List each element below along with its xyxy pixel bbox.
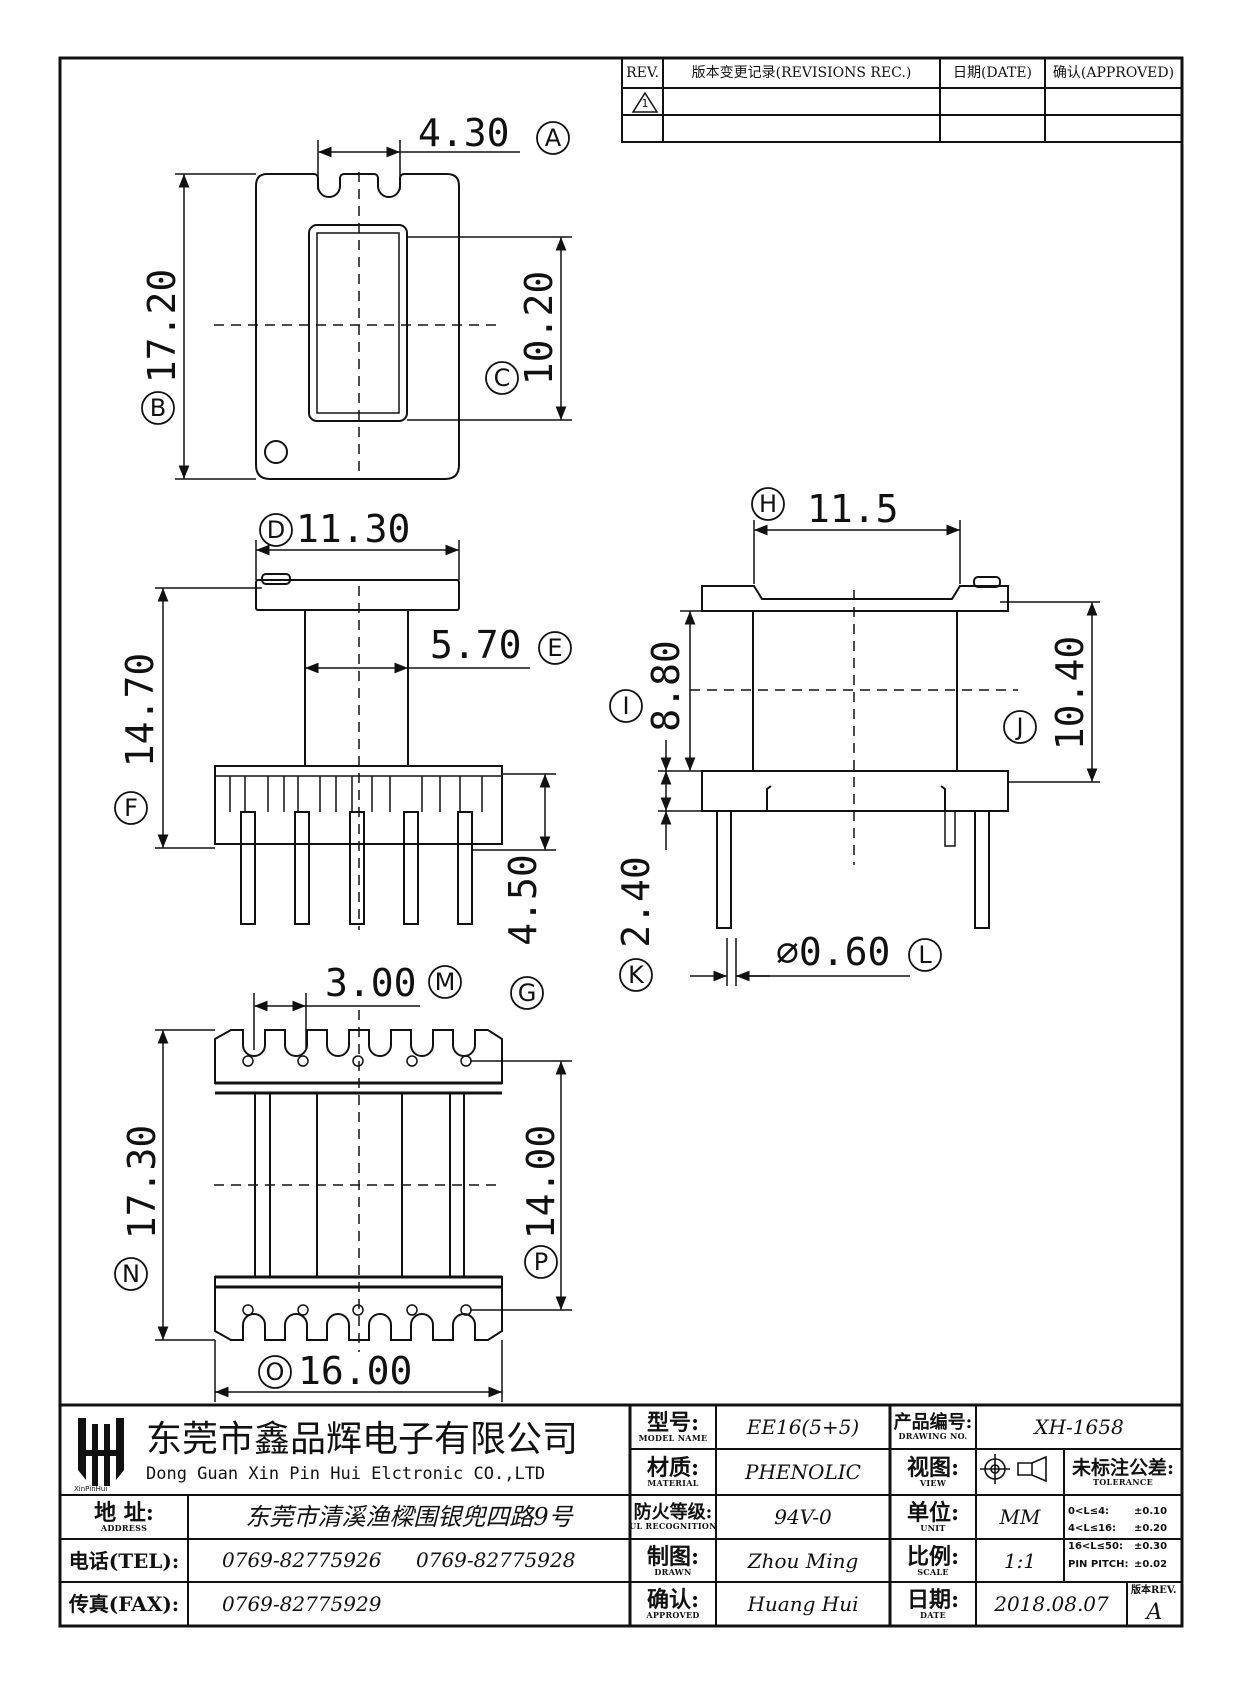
ref-n: N xyxy=(122,1260,140,1288)
tolerance-label: 未标注公差:TOLERANCE xyxy=(1071,1456,1174,1487)
approved-header: 确认(APPROVED) xyxy=(1052,65,1175,81)
drawn-label: 制图:DRAWN xyxy=(646,1543,700,1577)
tolerance-value-3: ±0.02 xyxy=(1134,1559,1168,1570)
dim-c-value: 10.20 xyxy=(517,270,561,386)
dim-a-value: 4.30 xyxy=(418,111,510,155)
ref-e: E xyxy=(547,634,563,662)
dim-d-value: 11.30 xyxy=(296,507,411,551)
dim-f-value: 14.70 xyxy=(118,652,162,768)
drawing-border xyxy=(58,56,1184,1628)
dim-g-value: 4.50 xyxy=(501,854,545,946)
dim-h-value: 11.5 xyxy=(807,487,899,531)
dimension-reference-circles xyxy=(114,121,1037,1389)
ref-m: M xyxy=(434,968,456,996)
side-view xyxy=(214,573,503,930)
tolerance-value-0: ±0.10 xyxy=(1134,1506,1168,1517)
date-header: 日期(DATE) xyxy=(952,65,1033,81)
material-value: PHENOLIC xyxy=(745,1460,861,1484)
title-block xyxy=(58,1403,1184,1628)
rev-header: REV. xyxy=(626,65,659,81)
company-name-cn: 东莞市鑫品辉电子有限公司 xyxy=(146,1419,579,1460)
ref-d: D xyxy=(266,516,286,544)
tolerance-value-2: ±0.30 xyxy=(1134,1541,1168,1552)
approved-value: Huang Hui xyxy=(747,1592,859,1616)
view-label: 视图:VIEW xyxy=(906,1455,960,1488)
dim-i-value: 8.80 xyxy=(644,640,688,732)
drawn-value: Zhou Ming xyxy=(747,1548,859,1573)
ref-a: A xyxy=(544,124,562,152)
top-view-outline xyxy=(255,173,460,480)
approved-label: 确认:APPROVED xyxy=(646,1587,700,1620)
ref-f: F xyxy=(124,794,138,822)
company-logo xyxy=(78,1418,124,1486)
top-view xyxy=(214,172,503,480)
tolerance-range-1: 4<L≤16: xyxy=(1068,1523,1117,1534)
drawing-no-label: 产品编号:DRAWING NO. xyxy=(893,1412,973,1441)
bottom-view-top-flange xyxy=(214,1029,503,1084)
tel-1: 0769-82775926 xyxy=(222,1548,382,1572)
revision-mark: 1 xyxy=(641,96,649,110)
dim-m-value: 3.00 xyxy=(325,961,417,1005)
ref-j: J xyxy=(1016,713,1024,741)
tel-2: 0769-82775928 xyxy=(416,1548,576,1572)
date-label: 日期:DATE xyxy=(906,1587,960,1620)
front-view xyxy=(690,576,1018,929)
ul-value: 94V-0 xyxy=(774,1505,832,1529)
dim-j-value: 10.40 xyxy=(1048,635,1092,751)
dim-n-value: 17.30 xyxy=(120,1124,164,1240)
tolerance-value-1: ±0.20 xyxy=(1134,1523,1168,1534)
logo-text: XinPinHui xyxy=(74,1485,108,1493)
ref-c: C xyxy=(493,364,511,392)
material-label: 材质:MATERIAL xyxy=(646,1455,700,1488)
drawing-no-value: XH-1658 xyxy=(1034,1415,1124,1439)
revision-block xyxy=(621,57,1183,143)
dim-p-value: 14.00 xyxy=(519,1124,563,1240)
top-view-window xyxy=(308,224,408,422)
side-view-pins xyxy=(240,811,473,925)
rev-value: A xyxy=(1146,1600,1163,1625)
tolerance-range-2: 16<L≤50: xyxy=(1068,1541,1123,1552)
tel-label: 电话(TEL): xyxy=(68,1548,180,1573)
model-value: EE16(5+5) xyxy=(746,1415,860,1439)
scale-label: 比例:SCALE xyxy=(906,1543,960,1577)
model-label: 型号:MODEL NAME xyxy=(638,1410,708,1443)
ref-b: B xyxy=(149,394,167,422)
unit-label: 单位:UNIT xyxy=(906,1500,960,1533)
revision-triangle-icon xyxy=(631,91,659,113)
tolerance-range-3: PIN PITCH: xyxy=(1068,1559,1129,1570)
address-label: 地 址:ADDRESS xyxy=(94,1500,154,1533)
scale-value: 1:1 xyxy=(1003,1548,1037,1573)
ref-k: K xyxy=(628,961,644,989)
dim-l-value: ⌀0.60 xyxy=(776,930,891,974)
ref-h: H xyxy=(758,490,778,518)
dim-o-value: 16.00 xyxy=(298,1349,413,1393)
ul-label: 防火等级:UL RECOGNITION xyxy=(629,1502,717,1531)
ref-i: I xyxy=(622,692,630,720)
dimension-lines xyxy=(155,140,1100,1402)
unit-value: MM xyxy=(999,1505,1041,1529)
fax-label: 传真(FAX): xyxy=(68,1592,180,1616)
ref-l: L xyxy=(918,941,932,969)
rev-label: 版本REV. xyxy=(1131,1585,1177,1596)
date-value: 2018.08.07 xyxy=(994,1592,1109,1616)
dim-e-value: 5.70 xyxy=(430,623,522,667)
tolerance-range-0: 0<L≤4: xyxy=(1068,1506,1110,1517)
ref-g: G xyxy=(517,979,537,1007)
pin1-mark xyxy=(264,440,288,464)
bottom-view-bottom-flange xyxy=(214,1276,503,1341)
ref-p: P xyxy=(533,1248,549,1276)
fax-value: 0769-82775929 xyxy=(222,1592,382,1616)
dim-b-value: 17.20 xyxy=(140,268,184,384)
company-name-en: Dong Guan Xin Pin Hui Elctronic CO.,LTD xyxy=(146,1464,546,1484)
bottom-view xyxy=(214,1010,503,1352)
dim-k-value: 2.40 xyxy=(614,856,658,948)
address-value: 东莞市清溪渔樑围银兜四路9号 xyxy=(245,1503,573,1531)
revisions-header: 版本变更记录(REVISIONS REC.) xyxy=(691,65,912,81)
projection-symbol-icon xyxy=(980,1454,1047,1484)
ref-o: O xyxy=(265,1358,285,1386)
